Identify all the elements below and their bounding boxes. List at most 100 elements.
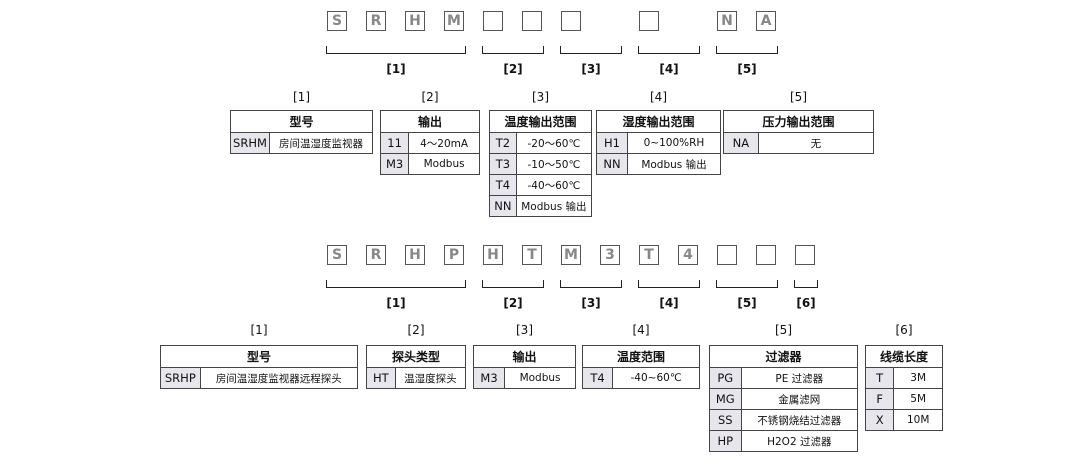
- diagram2-bracket-label: [5]: [737, 296, 757, 310]
- table-header: 型号: [160, 345, 358, 368]
- option-code: NA: [723, 132, 759, 154]
- diagram1-code-box: [561, 11, 581, 31]
- diagram2-bracket-label: [1]: [386, 296, 406, 310]
- table-header: 温度输出范围: [489, 110, 592, 133]
- table-header: 过滤器: [709, 345, 858, 368]
- option-description: 不锈钢烧结过滤器: [740, 409, 859, 431]
- diagram2-table-label: [4]: [632, 323, 650, 337]
- diagram1-table-label: [4]: [650, 90, 667, 104]
- diagram2-table-label: [3]: [516, 323, 533, 337]
- diagram1-table-label: [1]: [293, 90, 310, 104]
- option-code: SRHP: [160, 367, 201, 389]
- option-code: PG: [709, 367, 742, 389]
- option-code: 11: [379, 132, 410, 154]
- diagram2-bracket: [794, 280, 818, 288]
- option-description: 0~100%RH: [626, 132, 722, 154]
- option-code: M3: [379, 153, 410, 175]
- diagram2-code-box: 4: [678, 245, 698, 265]
- diagram1-bracket-label: [5]: [737, 62, 757, 76]
- diagram2-bracket-label: [3]: [581, 296, 601, 310]
- table-header: 探头类型: [366, 345, 466, 368]
- option-description: 温湿度探头: [394, 367, 467, 389]
- option-code: F: [864, 388, 895, 410]
- option-code: HT: [366, 367, 396, 389]
- option-description: 房间温湿度监视器: [268, 132, 374, 154]
- table-header: 型号: [230, 110, 373, 133]
- option-description: 金属滤网: [740, 388, 859, 410]
- table-header: 线缆长度: [865, 345, 943, 368]
- diagram2-table-label: [5]: [775, 323, 792, 337]
- diagram2-code-box: R: [366, 245, 386, 265]
- option-code: SRHM: [230, 132, 270, 154]
- diagram2-bracket: [482, 280, 544, 288]
- table-row: T4-40～60℃: [489, 174, 593, 196]
- diagram1-code-box: M: [444, 11, 464, 31]
- option-description: 无: [757, 132, 875, 154]
- table-row: T4-40~60℃: [581, 367, 700, 389]
- option-description: Modbus: [408, 153, 480, 175]
- diagram2-bracket: [716, 280, 778, 288]
- diagram2-bracket-label: [6]: [796, 296, 816, 310]
- option-description: Modbus: [504, 367, 576, 389]
- diagram1-bracket: [638, 46, 700, 54]
- diagram1-table-label: [2]: [421, 90, 439, 104]
- option-code: NN: [596, 153, 628, 175]
- diagram1-code-box: R: [366, 11, 386, 31]
- option-code: MG: [709, 388, 742, 410]
- table-row: T2-20～60℃: [489, 132, 593, 154]
- option-code: T2: [489, 132, 517, 154]
- option-description: 10M: [893, 409, 943, 431]
- diagram1-bracket-label: [2]: [503, 62, 523, 76]
- option-description: -40~60℃: [612, 367, 700, 389]
- option-code: X: [864, 409, 895, 431]
- table-header: 输出: [380, 110, 480, 133]
- diagram2-bracket: [560, 280, 622, 288]
- diagram2-table-label: [2]: [407, 323, 425, 337]
- option-description: 5M: [893, 388, 943, 410]
- option-code: NN: [489, 195, 517, 217]
- diagram2-bracket-label: [2]: [503, 296, 523, 310]
- option-code: T: [864, 367, 895, 389]
- diagram1-code-box: [639, 11, 659, 31]
- option-code: SS: [709, 409, 742, 431]
- table-header: 湿度输出范围: [596, 110, 721, 133]
- option-description: Modbus 输出: [515, 195, 593, 217]
- diagram2-code-box: [756, 245, 776, 265]
- diagram2-code-box: [795, 245, 815, 265]
- option-description: -20～60℃: [515, 132, 593, 154]
- diagram2-code-box: S: [327, 245, 347, 265]
- diagram2-bracket-label: [4]: [659, 296, 679, 310]
- option-description: Modbus 输出: [626, 153, 722, 175]
- diagram2-code-box: H: [405, 245, 425, 265]
- diagram1-code-box: [522, 11, 542, 31]
- diagram1-code-box: [483, 11, 503, 31]
- diagram2-code-box: T: [639, 245, 659, 265]
- diagram2-table-label: [6]: [895, 323, 913, 337]
- diagram2-code-box: 3: [600, 245, 620, 265]
- option-description: 3M: [893, 367, 943, 389]
- option-code: T4: [581, 367, 614, 389]
- option-code: M3: [472, 367, 506, 389]
- option-description: -10～50℃: [515, 153, 593, 175]
